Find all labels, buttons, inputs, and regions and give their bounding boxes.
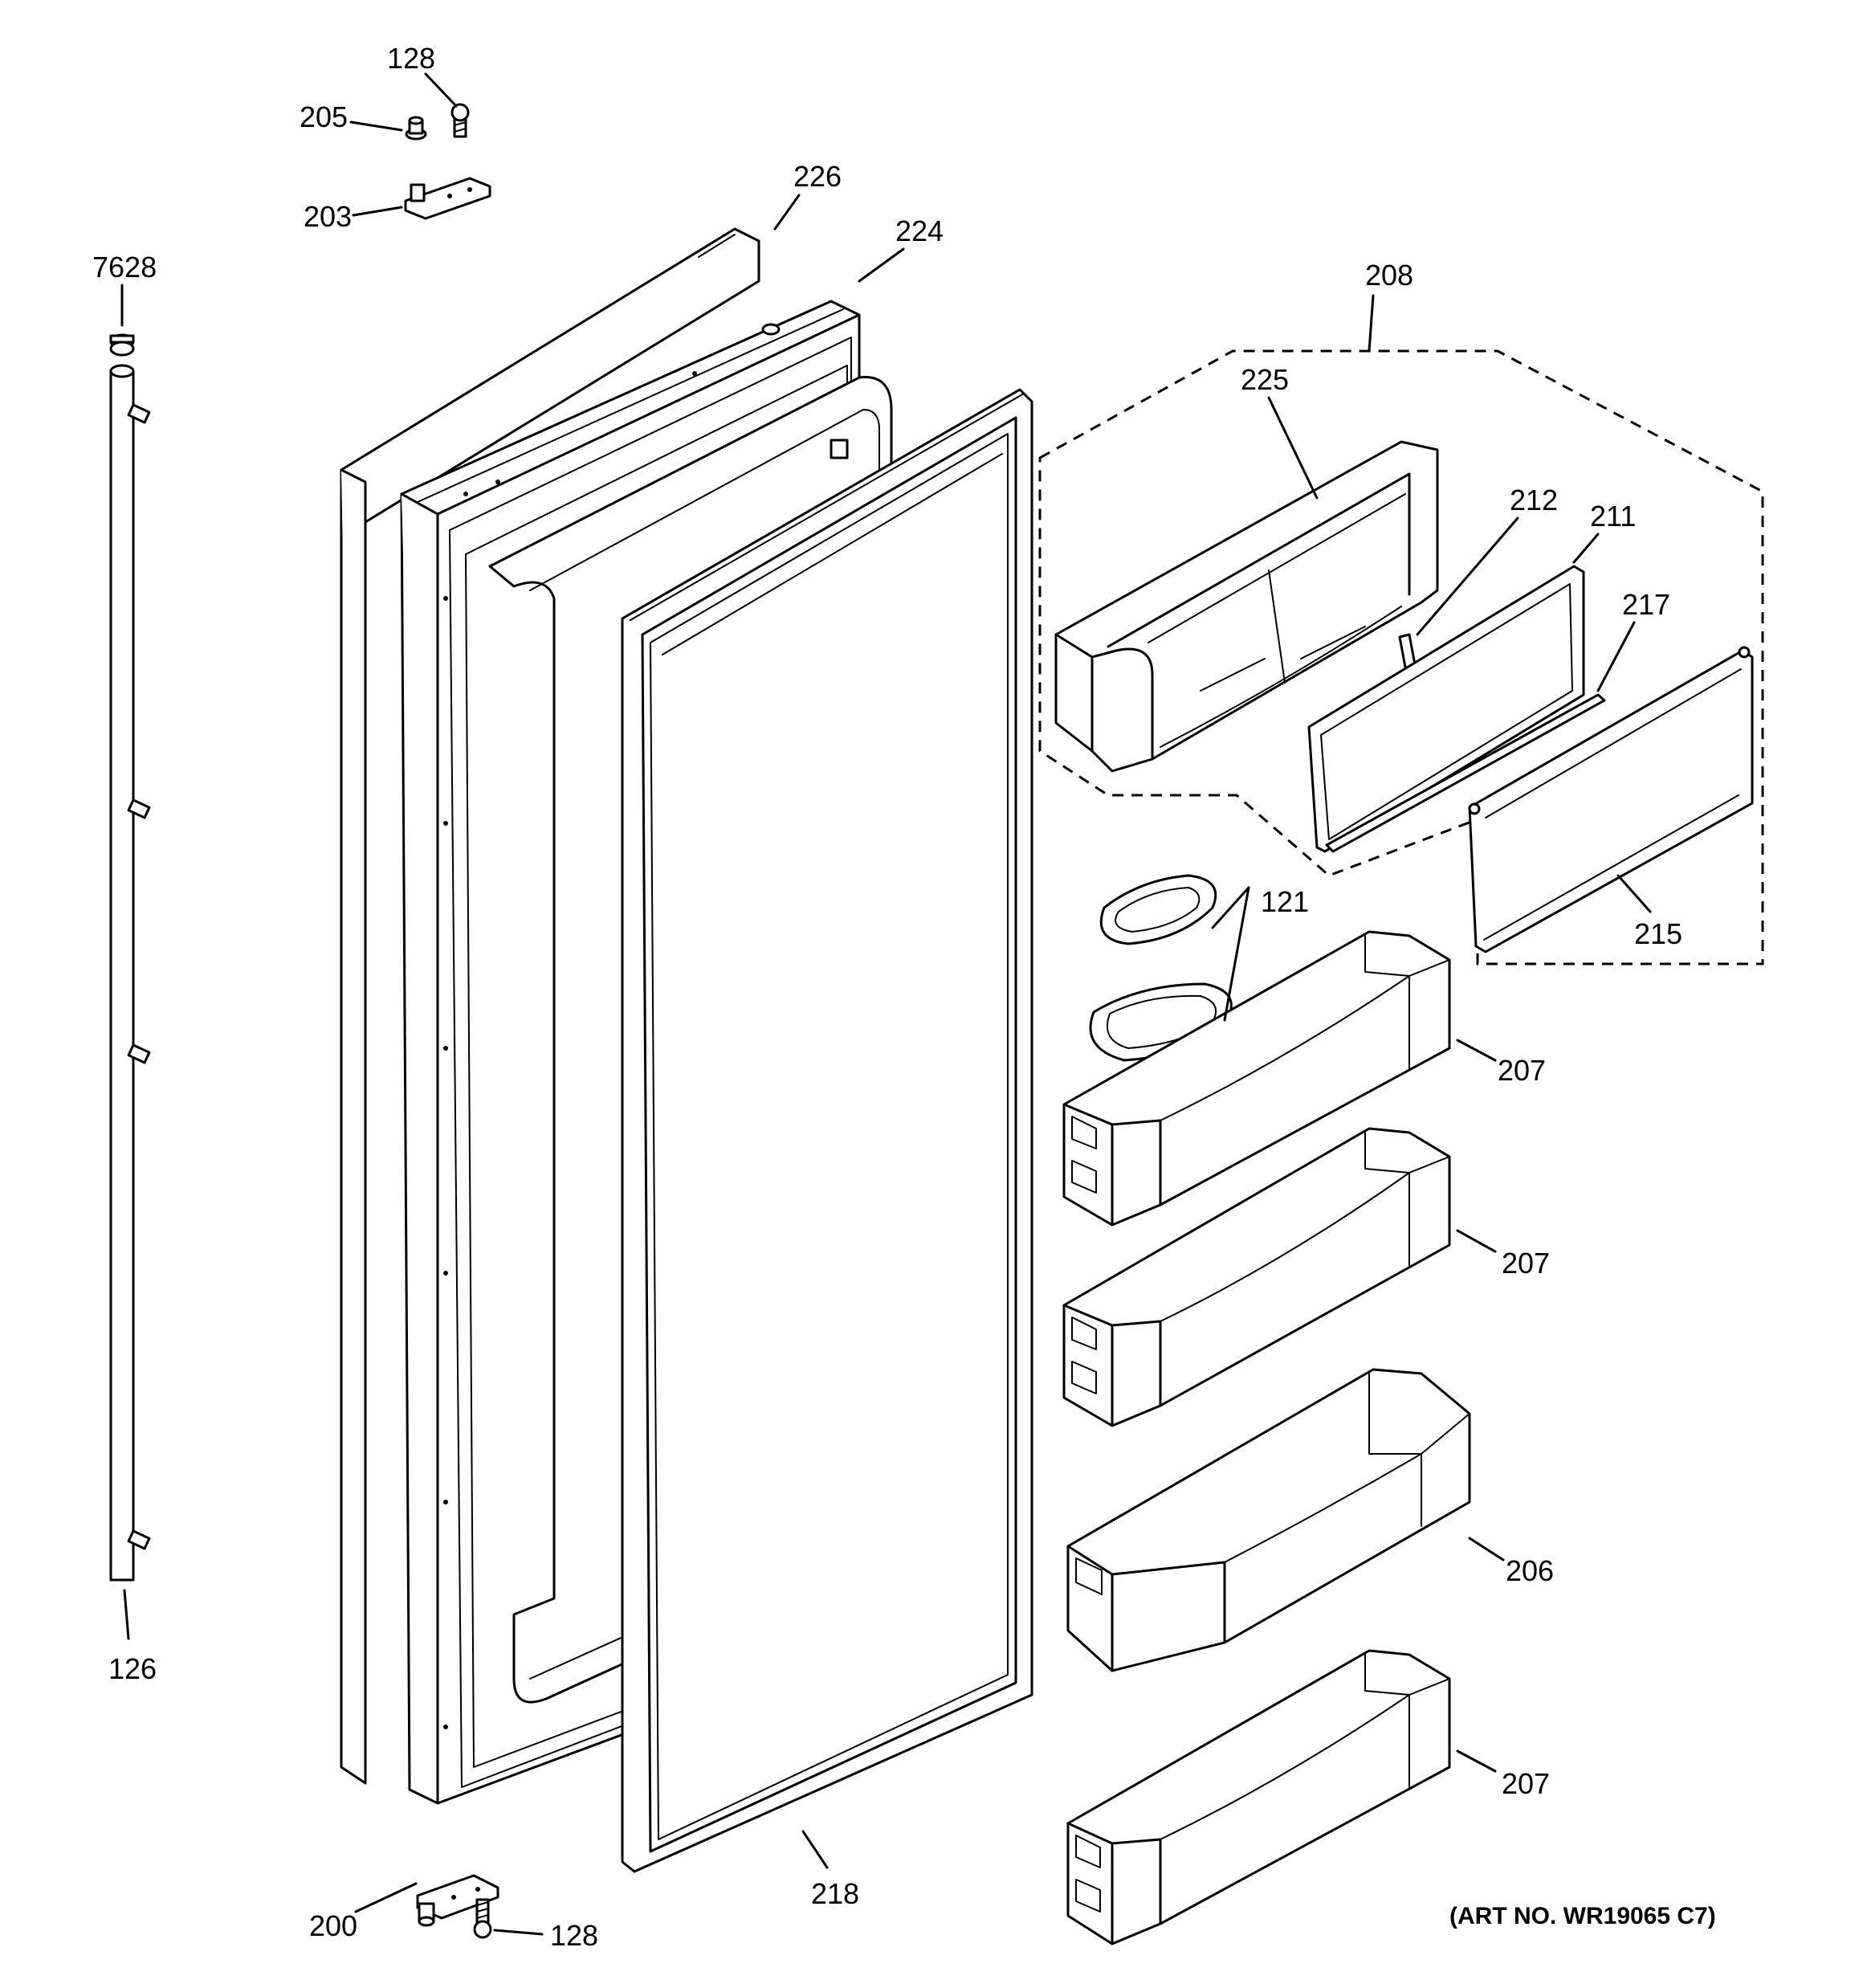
trim-217: [1325, 693, 1606, 853]
callout-205: 205: [300, 100, 348, 133]
callout-215: 215: [1634, 917, 1682, 950]
door-bin-207-lower: [1066, 1649, 1451, 1945]
callout-128-top: 128: [387, 42, 435, 75]
callout-200: 200: [309, 1909, 357, 1942]
callout-226: 226: [793, 160, 842, 193]
callout-labels: 128 205 203 226 224 7628 208 225 212 211…: [92, 42, 1716, 1952]
callout-208: 208: [1365, 259, 1413, 292]
bushing-205: [405, 116, 427, 141]
callout-211: 211: [1590, 500, 1636, 533]
bottle-holder-121-upper: [1099, 874, 1217, 945]
door-frame-211: [1307, 565, 1585, 853]
art-number: (ART NO. WR19065 C7): [1449, 1903, 1716, 1929]
callout-126: 126: [108, 1652, 157, 1685]
callout-207-c: 207: [1502, 1767, 1550, 1800]
leader-lines: [120, 72, 1652, 1936]
top-hinge-203: [404, 177, 491, 220]
callout-218: 218: [811, 1877, 859, 1910]
callout-121: 121: [1261, 885, 1309, 918]
door-cover-215: [1468, 646, 1754, 953]
callout-225: 225: [1241, 363, 1289, 396]
callout-206: 206: [1506, 1554, 1554, 1587]
callout-203: 203: [304, 200, 352, 233]
callout-128-bottom: 128: [550, 1919, 598, 1952]
callout-207-a: 207: [1498, 1054, 1546, 1087]
door-bin-206: [1066, 1368, 1471, 1672]
door-bin-207-upper: [1062, 930, 1451, 1227]
cap-7628: [109, 333, 135, 357]
door-gasket-218: [621, 388, 1033, 1873]
callout-207-b: 207: [1502, 1247, 1550, 1280]
door-outer-panel-226: [340, 227, 760, 1785]
bottom-hinge-200: [416, 1874, 499, 1927]
hinge-rod-126: [109, 364, 151, 1582]
screw-128-bottom: [473, 1898, 492, 1939]
door-bin-207-middle: [1062, 1127, 1451, 1427]
dairy-bin-225: [1054, 440, 1439, 773]
callout-217: 217: [1622, 588, 1670, 621]
callout-7628: 7628: [92, 251, 157, 284]
callout-224: 224: [895, 214, 944, 247]
assembly-boundary-208: [1038, 349, 1764, 965]
callout-212: 212: [1510, 484, 1558, 516]
screw-128-top: [450, 103, 470, 138]
